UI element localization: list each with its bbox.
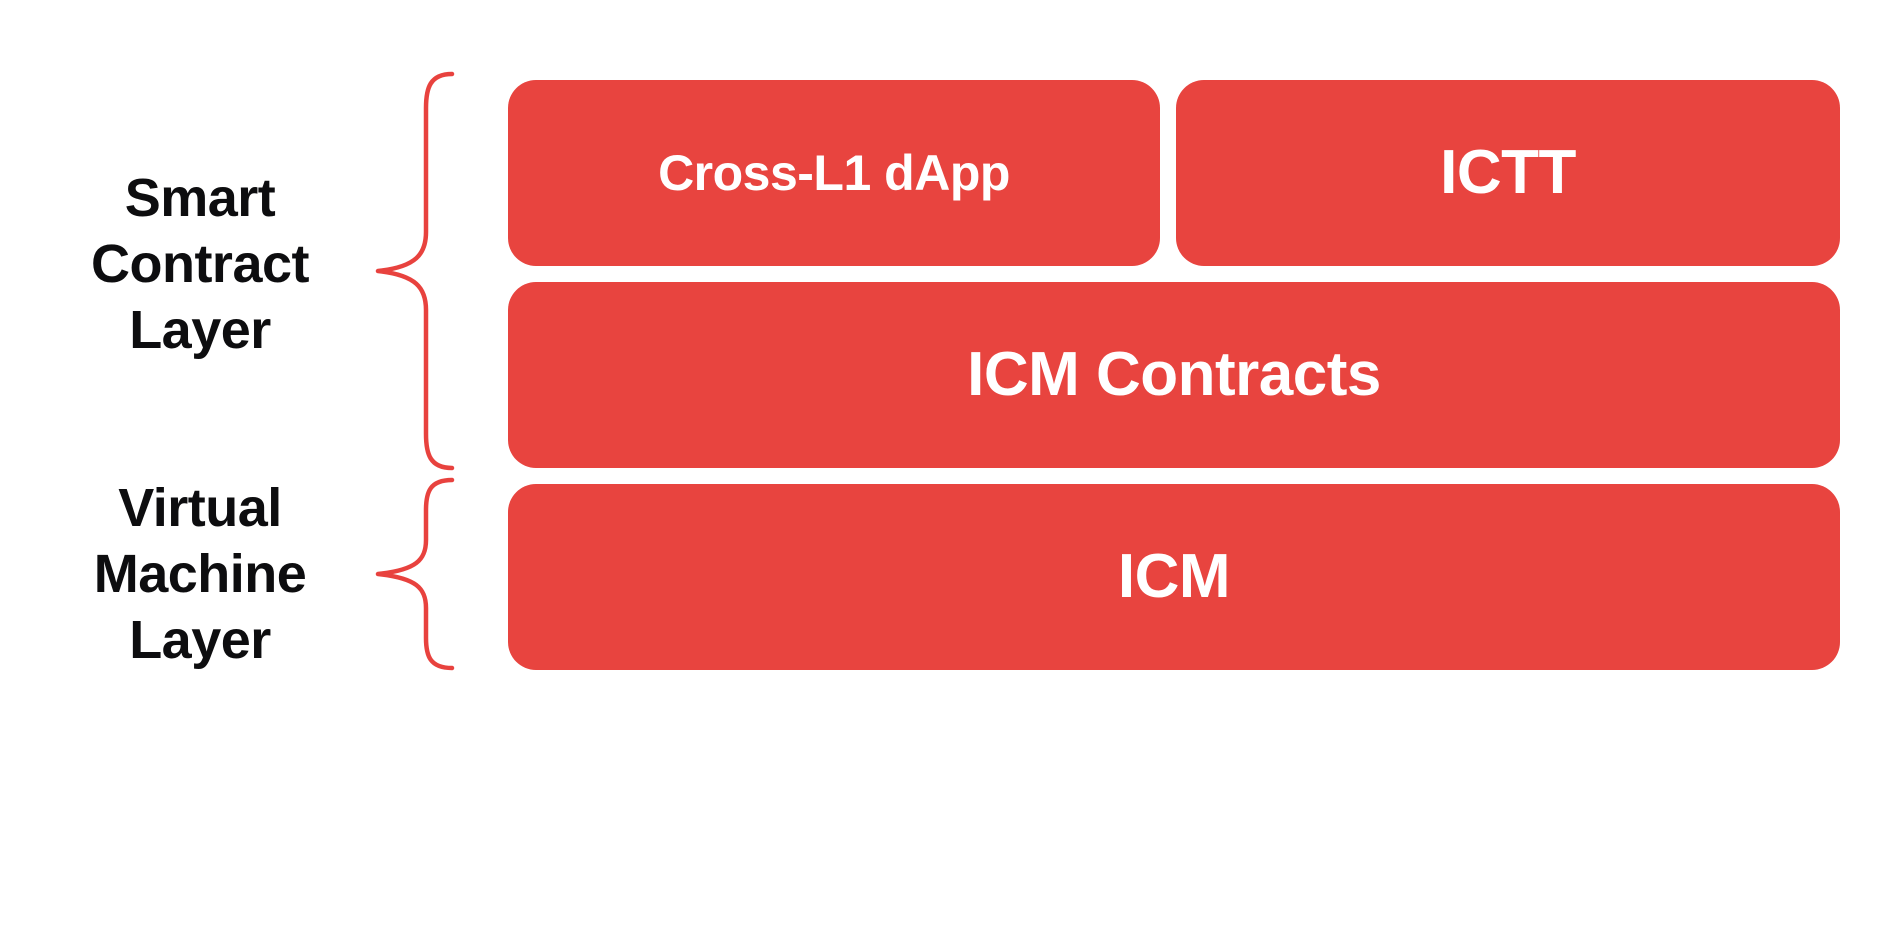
group-label-virtual-machine-layer: Virtual Machine Layer	[93, 478, 307, 670]
card-label-cross-l1-dapp: Cross-L1 dApp	[658, 145, 1010, 201]
card-ictt[interactable]: ICTT	[1176, 80, 1840, 266]
group-label-smart-contract-layer: Smart Contract Layer	[90, 168, 310, 360]
card-label-icm-contracts: ICM Contracts	[967, 340, 1381, 409]
card-icm[interactable]: ICM	[508, 484, 1840, 670]
card-cross-l1-dapp[interactable]: Cross-L1 dApp	[508, 80, 1160, 266]
curly-brace-icon-virtual-machine-layer	[375, 477, 455, 671]
curly-brace-icon-smart-contract-layer	[375, 71, 455, 471]
card-label-icm: ICM	[1117, 542, 1231, 611]
card-label-ictt: ICTT	[1440, 138, 1576, 207]
card-icm-contracts[interactable]: ICM Contracts	[508, 282, 1840, 468]
